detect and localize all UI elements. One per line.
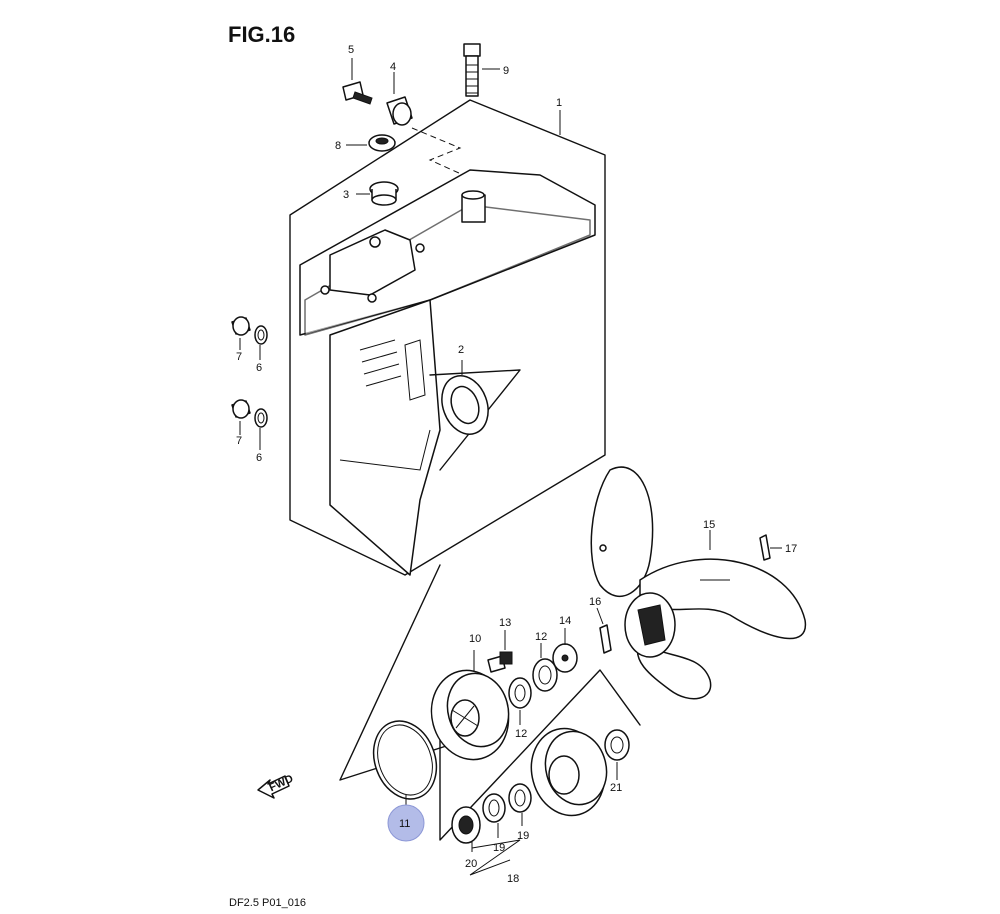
bearing-housing-assembly[interactable] xyxy=(522,720,615,824)
pin-part-16[interactable] xyxy=(596,607,612,654)
callout-7b: 7 xyxy=(236,435,242,447)
oil-seal-part-12-lower[interactable] xyxy=(508,677,532,725)
callout-10: 10 xyxy=(469,633,481,645)
bolt-washer-set-lower[interactable] xyxy=(231,399,268,450)
seal-part-19-right[interactable] xyxy=(508,783,532,826)
callout-5: 5 xyxy=(348,44,354,56)
callout-20: 20 xyxy=(465,858,477,870)
callout-15: 15 xyxy=(703,519,715,531)
callout-12b: 12 xyxy=(515,728,527,740)
callout-17: 17 xyxy=(785,543,797,555)
bolt-part-9[interactable] xyxy=(463,43,500,97)
callout-7a: 7 xyxy=(236,351,242,363)
callout-13: 13 xyxy=(499,617,511,629)
o-ring-part-11[interactable] xyxy=(363,712,447,810)
cotter-pin-part-17[interactable] xyxy=(759,534,782,561)
callout-11: 11 xyxy=(399,818,410,830)
callout-4: 4 xyxy=(390,61,396,73)
callout-19a: 19 xyxy=(493,842,505,854)
callout-labels: 1 2 3 4 5 6 6 7 7 8 9 10 11 12 12 13 14 … xyxy=(236,44,797,885)
bearing-part-20[interactable] xyxy=(451,806,481,852)
footer-code: DF2.5 P01_016 xyxy=(229,897,307,909)
oil-seal-part-12-upper[interactable] xyxy=(532,643,558,692)
callout-1: 1 xyxy=(556,97,562,109)
seal-part-19-left[interactable] xyxy=(482,793,506,838)
callout-8: 8 xyxy=(335,140,341,152)
callout-2: 2 xyxy=(458,344,464,356)
fwd-label: FWD xyxy=(267,773,295,794)
nut-part-8[interactable] xyxy=(346,134,396,152)
callout-14: 14 xyxy=(559,615,571,627)
bolt-washer-set-upper[interactable] xyxy=(231,316,268,360)
gear-case-housing[interactable] xyxy=(289,99,606,576)
callout-16: 16 xyxy=(589,596,601,608)
highlight-marker[interactable] xyxy=(387,804,425,842)
washer-part-14[interactable] xyxy=(552,628,578,673)
fwd-arrow-icon: FWD xyxy=(257,773,295,799)
prop-shaft-housing-part-10[interactable] xyxy=(422,650,519,768)
propeller-part-15[interactable] xyxy=(590,466,807,700)
callout-9: 9 xyxy=(503,65,509,77)
bolt-part-5[interactable] xyxy=(342,58,373,105)
callout-12a: 12 xyxy=(535,631,547,643)
bearing-part-2[interactable] xyxy=(429,360,521,471)
callout-18: 18 xyxy=(507,873,519,885)
spacer-part-21[interactable] xyxy=(604,729,630,780)
figure-title: FIG.16 xyxy=(228,22,296,47)
bolt-part-13[interactable] xyxy=(487,630,513,673)
bushing-part-4[interactable] xyxy=(386,72,413,126)
callout-21: 21 xyxy=(610,782,622,794)
callout-19b: 19 xyxy=(517,830,529,842)
callout-6a: 6 xyxy=(256,362,262,374)
callout-6b: 6 xyxy=(256,452,262,464)
callout-3: 3 xyxy=(343,189,349,201)
grommet-part-3[interactable] xyxy=(356,181,399,206)
